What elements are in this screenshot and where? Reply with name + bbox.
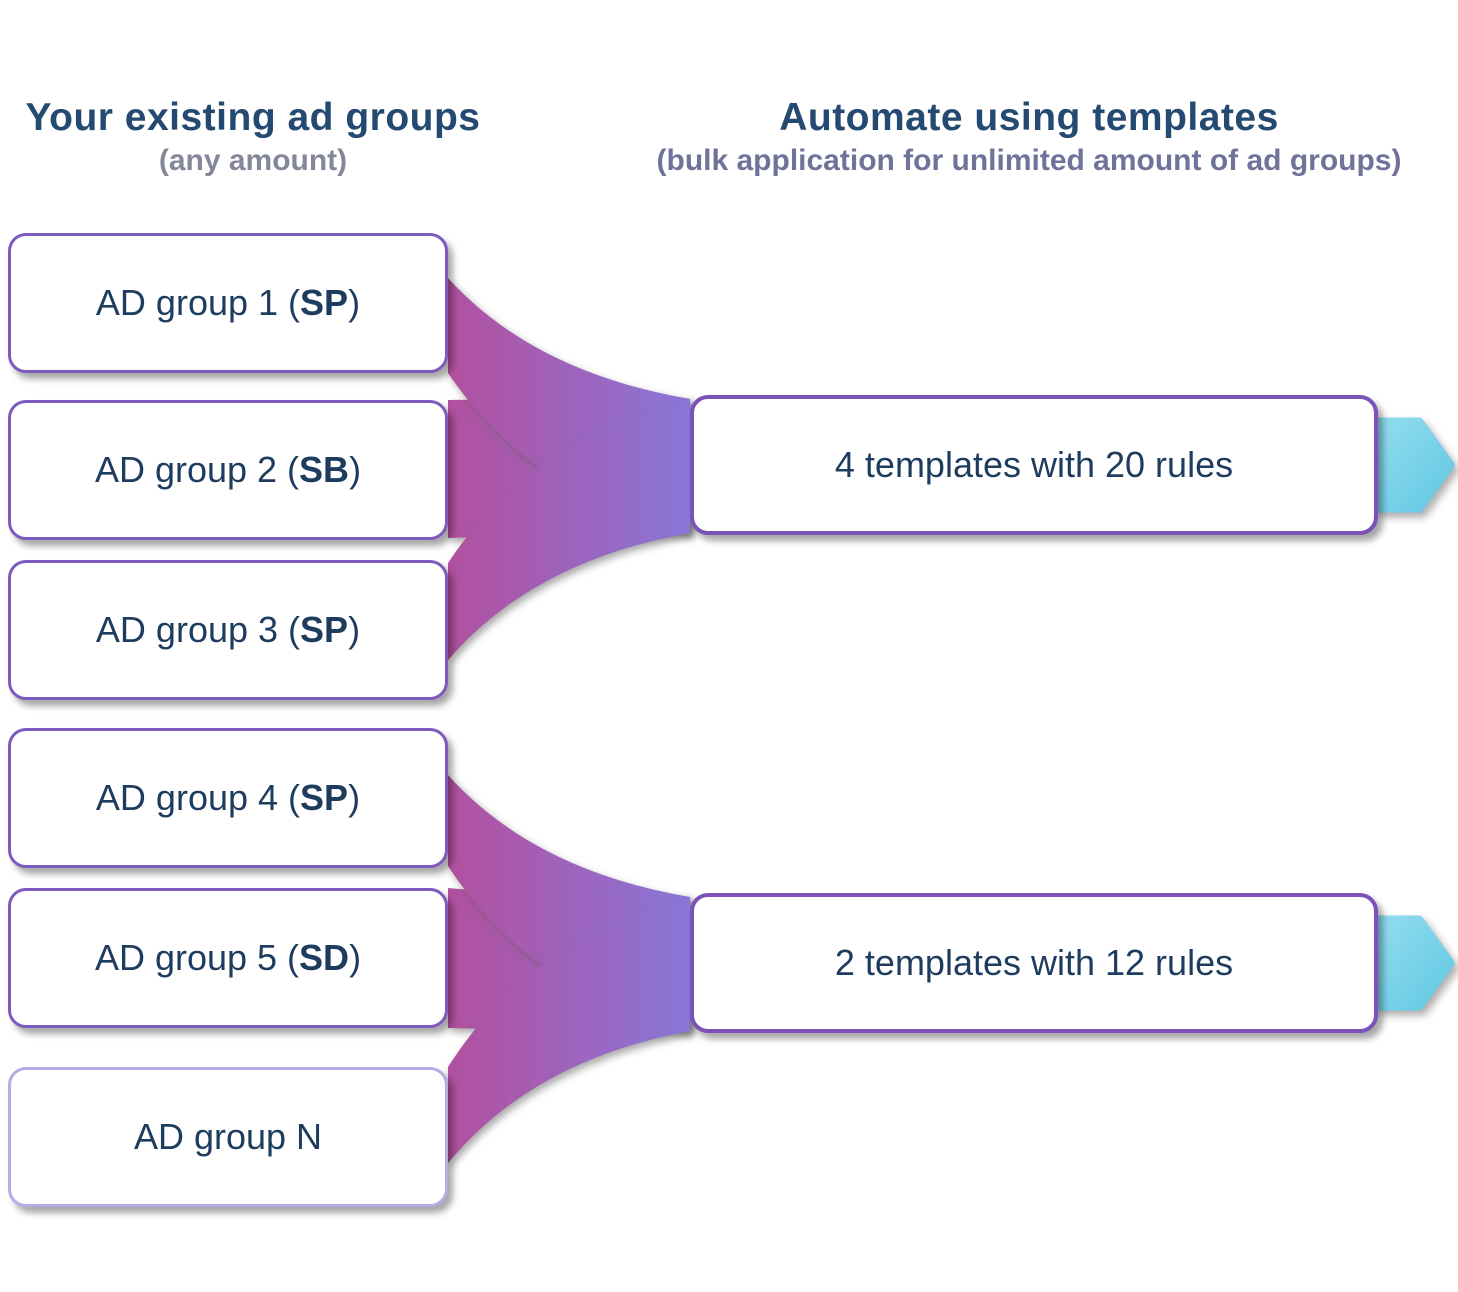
ad-group-type: SD: [299, 937, 350, 978]
ad-group-name: AD group 5 (: [94, 937, 300, 978]
ad-group-name: AD group N: [133, 1116, 323, 1157]
ad-group-label: AD group N: [134, 1116, 322, 1158]
ad-group-type: SP: [300, 609, 349, 650]
flow-connector-groupN: [448, 897, 690, 1163]
ad-group-close: ): [348, 777, 361, 818]
template-label: 4 templates with 20 rules: [834, 444, 1234, 485]
ad-group-name: AD group 1 (: [95, 282, 301, 323]
left-column-header: Your existing ad groups (any amount): [3, 96, 503, 180]
template-box-1: 4 templates with 20 rules: [690, 395, 1378, 535]
ad-group-type: SP: [300, 282, 349, 323]
ad-group-close: ): [349, 449, 362, 490]
ad-group-name: AD group 3 (: [95, 609, 301, 650]
ad-group-box-1: AD group 1 (SP): [8, 233, 448, 373]
template-box-2: 2 templates with 12 rules: [690, 893, 1378, 1033]
left-column-subtitle: (any amount): [158, 143, 348, 177]
ad-group-box-3: AD group 3 (SP): [8, 560, 448, 700]
ad-group-type: SB: [299, 449, 350, 490]
right-column-subtitle: (bulk application for unlimited amount o…: [656, 143, 1402, 177]
ad-group-label: AD group 2 (SB): [95, 449, 361, 491]
ad-group-box-2: AD group 2 (SB): [8, 400, 448, 540]
flow-connector-group3: [448, 399, 690, 660]
ad-group-label: AD group 3 (SP): [96, 609, 360, 651]
arrow-right-icon: [1373, 915, 1455, 1011]
ad-group-box-5: AD group 5 (SD): [8, 888, 448, 1028]
ad-group-label: AD group 1 (SP): [96, 282, 360, 324]
ad-group-close: ): [349, 937, 362, 978]
ad-group-label: AD group 5 (SD): [95, 937, 361, 979]
ad-group-close: ): [348, 609, 361, 650]
ad-group-box-4: AD group 4 (SP): [8, 728, 448, 868]
template-label: 2 templates with 12 rules: [834, 942, 1234, 983]
ad-group-type: SP: [300, 777, 349, 818]
right-column-title: Automate using templates: [779, 96, 1279, 139]
ad-group-label: AD group 4 (SP): [96, 777, 360, 819]
ad-group-close: ): [348, 282, 361, 323]
ad-group-name: AD group 4 (: [95, 777, 301, 818]
left-column-title: Your existing ad groups: [25, 96, 481, 139]
right-column-header: Automate using templates (bulk applicati…: [600, 96, 1458, 180]
arrow-right-icon: [1373, 417, 1455, 513]
ad-group-box-n: AD group N: [8, 1067, 448, 1207]
ad-group-name: AD group 2 (: [94, 449, 300, 490]
